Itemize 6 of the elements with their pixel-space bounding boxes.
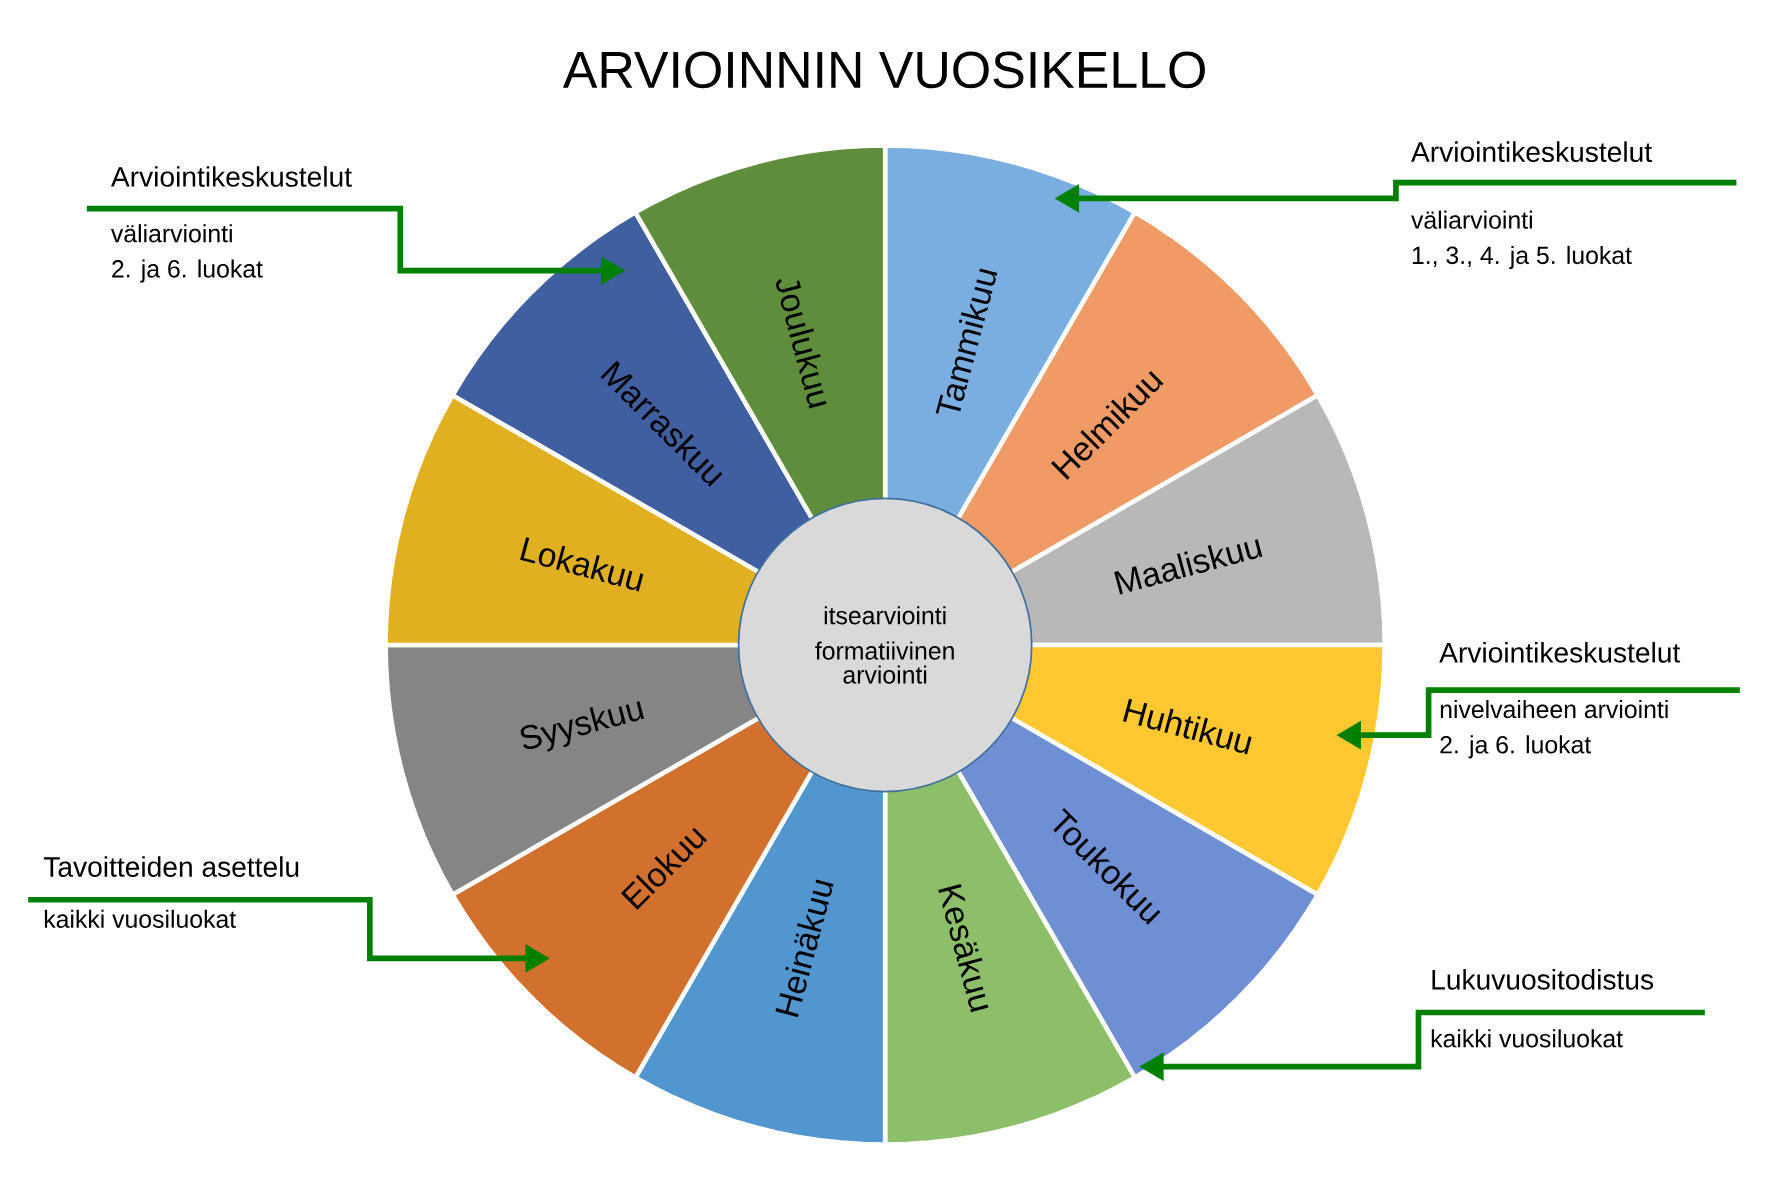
callout-text: Tavoitteiden asettelu kaikki vuosiluokat [43,856,299,929]
callout-text: Arviointikeskustelut väliarviointi 1., 3., 4. ja 5. luokat [1411,141,1652,270]
callout-text: Arviointikeskustelut väliarviointi 2. ja 6. luokat [110,166,352,283]
callout-text: Arviointikeskustelut nivelvaiheen arviointi 2. ja 6. luokat [1439,642,1681,759]
title: ARVIOINNIN VUOSIKELLO [562,51,1205,89]
callout-text: Lukuvuositodistus kaikki vuosiluokat [1431,969,1654,1048]
